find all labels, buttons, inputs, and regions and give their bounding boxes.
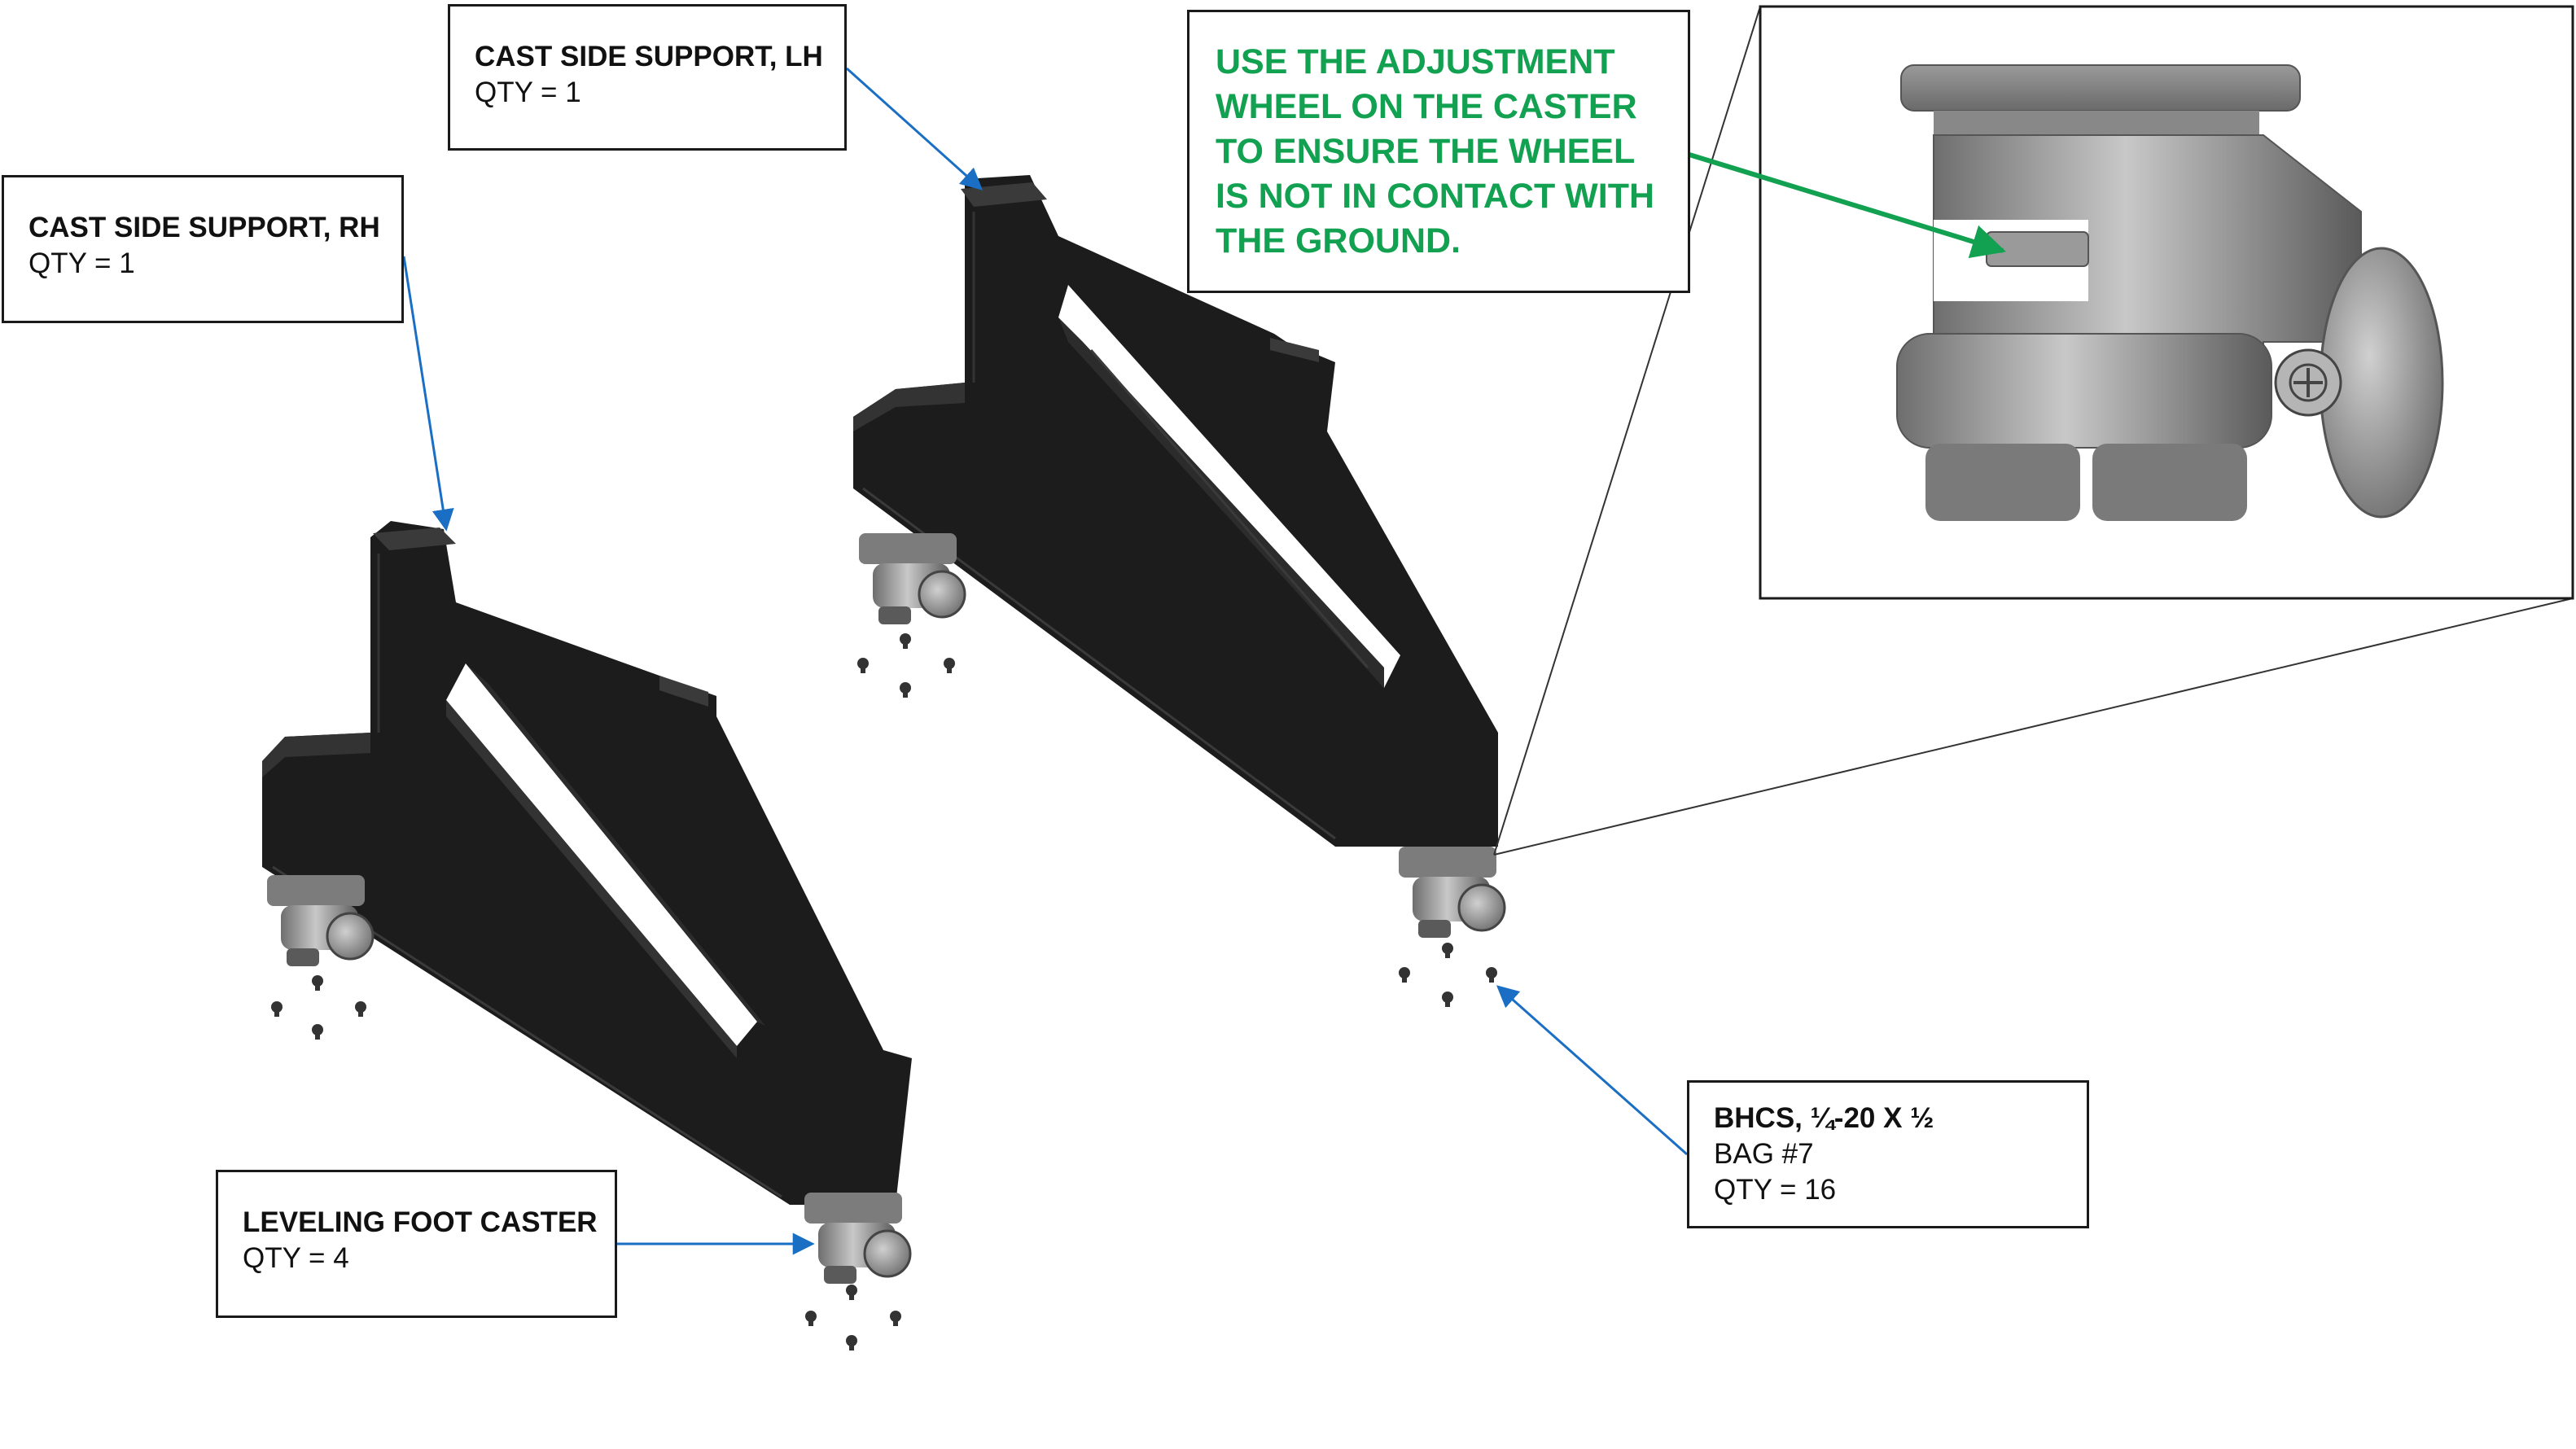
leader-lines [402,67,2007,1255]
leader-lh [845,67,984,190]
bhcs-screw-group-rh-rear [271,975,366,1040]
callout-title: BHCS, ¼-20 X ½ [1714,1102,1934,1134]
caster-lh-rear [859,533,966,624]
callout-qty: QTY = 4 [243,1242,349,1274]
leader-note [1689,152,2007,259]
callout-title: CAST SIDE SUPPORT, RH [28,212,380,243]
bhcs-screw-group-lh-rear [857,633,955,698]
caster-detail-drawing [1896,64,2444,521]
adjustment-note: USE THE ADJUSTMENT WHEEL ON THE CASTER T… [1187,10,1690,293]
detail-view [1493,5,2574,856]
callout-leveling-foot-caster: LEVELING FOOT CASTER QTY = 4 [216,1170,617,1318]
callout-qty: QTY = 1 [475,77,581,108]
callout-cast-side-support-rh: CAST SIDE SUPPORT, RH QTY = 1 [2,175,404,323]
bhcs-screw-group-lh-front [1399,943,1497,1007]
callout-qty: QTY = 1 [28,247,135,279]
bhcs-screw-group-rh-front [805,1285,901,1351]
callout-cast-side-support-lh: CAST SIDE SUPPORT, LH QTY = 1 [448,4,847,151]
leader-bhcs [1496,985,1688,1156]
cast-side-support-lh [853,175,1498,847]
caster-rh-rear [267,875,375,966]
caster-lh-front [1399,847,1506,938]
cast-side-support-rh [262,521,912,1205]
callout-bhcs-screw: BHCS, ¼-20 X ½ BAG #7 QTY = 16 [1687,1080,2089,1228]
callout-qty: QTY = 16 [1714,1174,1837,1206]
leader-rh [402,256,454,532]
callout-title: LEVELING FOOT CASTER [243,1206,598,1238]
callout-title: CAST SIDE SUPPORT, LH [475,41,823,72]
callout-bag: BAG #7 [1714,1138,1814,1170]
caster-rh-front [804,1193,912,1284]
